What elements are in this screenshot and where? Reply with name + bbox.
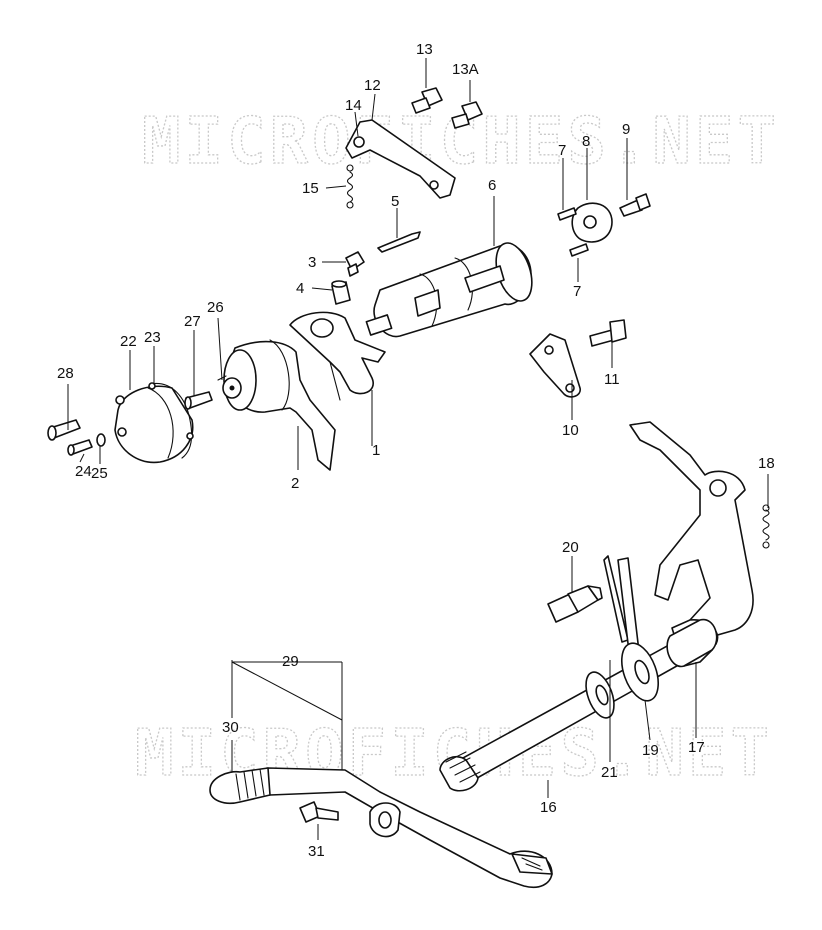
callout-24: 24 bbox=[75, 463, 92, 480]
part-8-cam bbox=[571, 202, 613, 243]
part-31-bolt bbox=[299, 801, 339, 823]
callout-13a: 13A bbox=[452, 61, 479, 78]
part-19-washer bbox=[620, 642, 660, 702]
callout-17: 17 bbox=[688, 739, 705, 756]
callout-30: 30 bbox=[222, 719, 239, 736]
part-21-washer bbox=[585, 671, 615, 719]
part-26-pin bbox=[217, 375, 242, 399]
part-30-rubber bbox=[209, 767, 271, 805]
part-24-screw bbox=[67, 439, 93, 456]
callout-25: 25 bbox=[91, 465, 108, 482]
callout-21: 21 bbox=[601, 764, 618, 781]
part-11-bolt bbox=[589, 319, 627, 347]
callout-13: 13 bbox=[416, 41, 433, 58]
part-17-collar bbox=[666, 618, 718, 668]
part-27-screw bbox=[184, 391, 213, 410]
part-1-shift-fork bbox=[289, 311, 386, 401]
callout-23: 23 bbox=[144, 329, 161, 346]
part-2-shift-fork bbox=[223, 339, 336, 471]
callout-11: 11 bbox=[604, 371, 620, 388]
part-4-roller bbox=[331, 280, 351, 305]
part-15-spring bbox=[346, 164, 354, 209]
callout-8: 8 bbox=[582, 133, 590, 150]
part-29-gearshift-lever bbox=[227, 767, 553, 889]
part-23-gasket bbox=[148, 382, 194, 459]
part-7-pin-upper bbox=[557, 207, 577, 221]
part-6-shift-drum bbox=[365, 242, 533, 338]
part-13-bolt bbox=[411, 87, 443, 114]
part-5-pin bbox=[377, 231, 421, 253]
part-9-screw bbox=[619, 193, 651, 217]
callout-1: 1 bbox=[372, 442, 380, 459]
part-22-cover bbox=[114, 385, 194, 464]
callout-12: 12 bbox=[364, 77, 381, 94]
callout-16: 16 bbox=[540, 799, 557, 816]
part-20-switch bbox=[547, 585, 603, 623]
callout-18: 18 bbox=[758, 455, 775, 472]
leader-lines bbox=[67, 58, 769, 840]
callout-22: 22 bbox=[120, 333, 137, 350]
callout-2: 2 bbox=[291, 475, 299, 492]
callout-7-upper: 7 bbox=[558, 142, 566, 159]
part-25-washer bbox=[96, 433, 106, 447]
callout-7-lower: 7 bbox=[573, 283, 581, 300]
callout-labels: 1 2 3 4 5 6 7 7 8 9 10 11 12 13 13A 14 1… bbox=[57, 41, 775, 860]
part-3-pin bbox=[345, 251, 365, 277]
callout-6: 6 bbox=[488, 177, 496, 194]
callout-10: 10 bbox=[562, 422, 579, 439]
part-12-bracket bbox=[345, 119, 456, 199]
part-13a-bolt bbox=[451, 101, 483, 129]
part-28-screw bbox=[47, 419, 81, 441]
callout-9: 9 bbox=[622, 121, 630, 138]
callout-4: 4 bbox=[296, 280, 304, 297]
callout-5: 5 bbox=[391, 193, 399, 210]
callout-3: 3 bbox=[308, 254, 316, 271]
callout-14: 14 bbox=[345, 97, 362, 114]
callout-20: 20 bbox=[562, 539, 579, 556]
part-18-spring bbox=[762, 504, 770, 549]
callout-19: 19 bbox=[642, 742, 659, 759]
callout-27: 27 bbox=[184, 313, 201, 330]
part-7-pin-lower bbox=[569, 243, 589, 257]
callout-26: 26 bbox=[207, 299, 224, 316]
part-10-stopper bbox=[529, 333, 581, 398]
callout-28: 28 bbox=[57, 365, 74, 382]
callout-15: 15 bbox=[302, 180, 319, 197]
callout-29: 29 bbox=[282, 653, 299, 670]
callout-31: 31 bbox=[308, 843, 325, 860]
